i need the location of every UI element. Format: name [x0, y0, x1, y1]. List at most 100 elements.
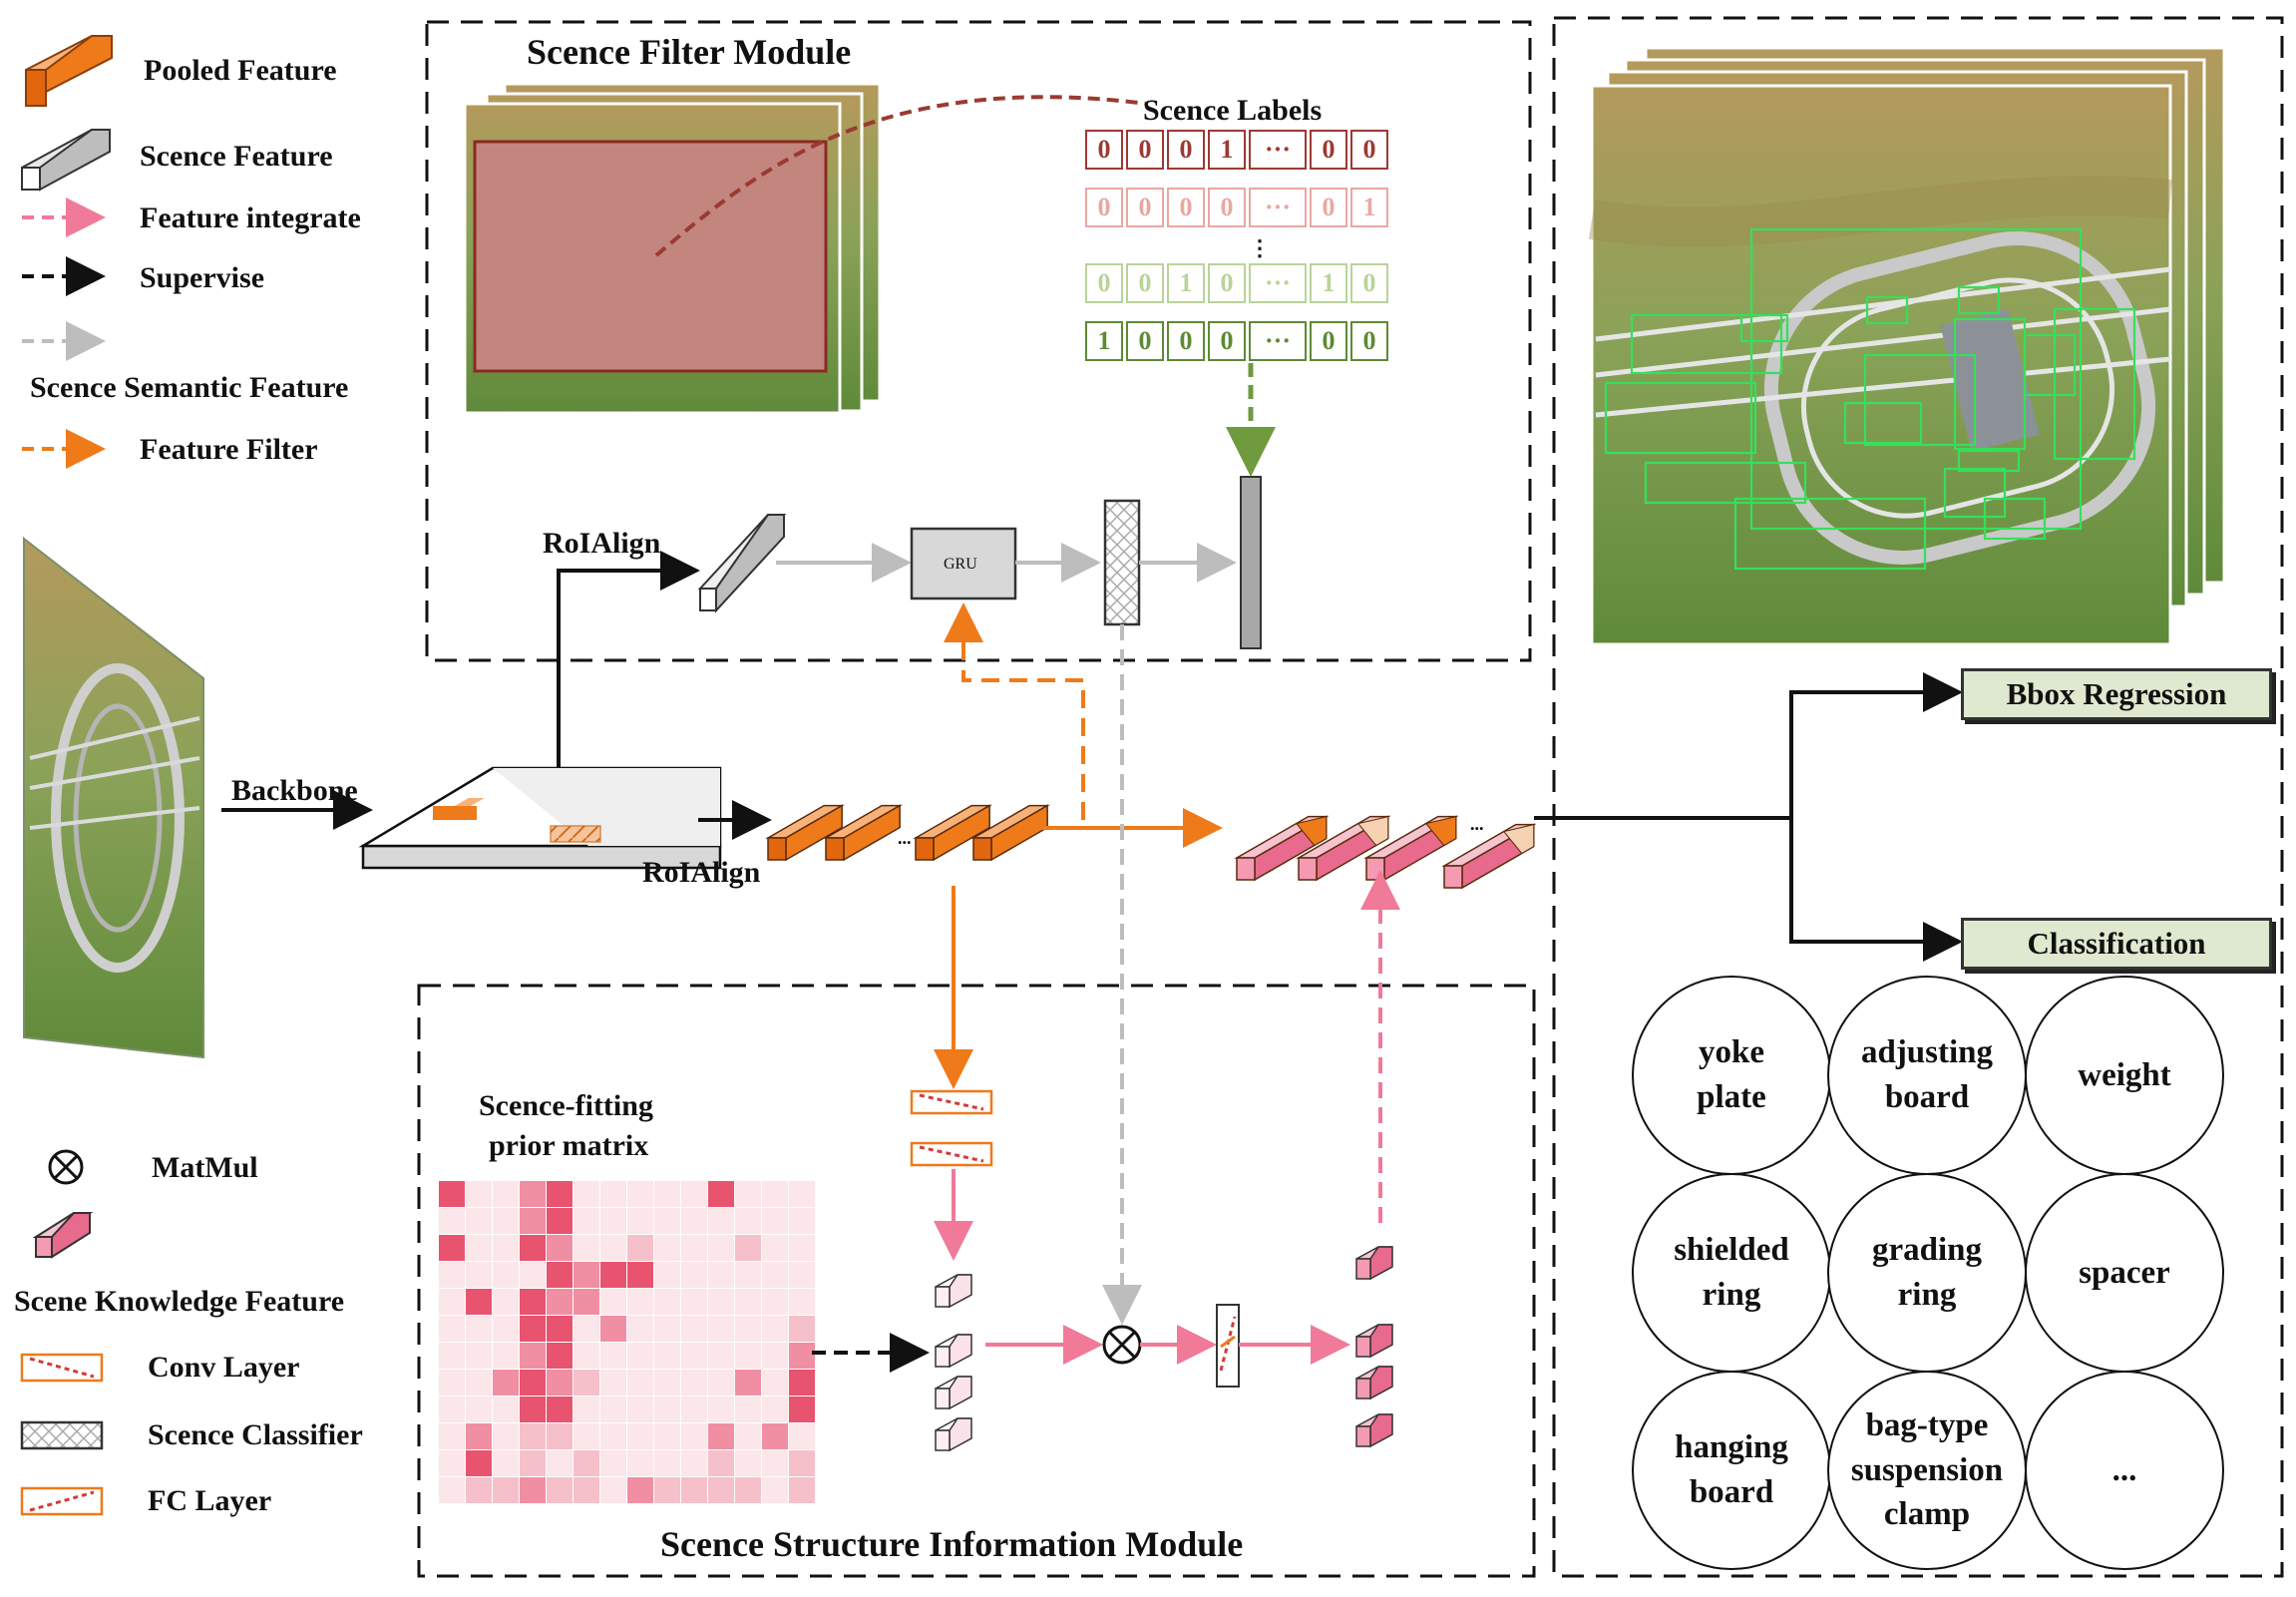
matrix-cell	[681, 1262, 707, 1288]
class-circle: weight	[2025, 976, 2224, 1175]
matrix-cell	[789, 1397, 815, 1422]
matrix-cell	[574, 1397, 599, 1422]
matrix-cell	[681, 1316, 707, 1342]
matrix-cell	[789, 1181, 815, 1207]
matrix-cell	[789, 1208, 815, 1234]
filter-scene-image	[463, 82, 882, 415]
matrix-cell	[547, 1181, 573, 1207]
knowledge-feature-stack	[935, 1274, 972, 1452]
scene-label-cell: ···	[1249, 130, 1307, 170]
scene-label-cell: 0	[1126, 321, 1164, 361]
matrix-cell	[681, 1477, 707, 1503]
pooled-feature-1	[765, 804, 845, 862]
scene-label-cell: 0	[1085, 263, 1123, 303]
matrix-cell	[466, 1316, 492, 1342]
scene-label-cell: 1	[1310, 263, 1347, 303]
matrix-cell	[654, 1289, 680, 1315]
matrix-cell	[681, 1450, 707, 1476]
scence-classifier-icon	[20, 1420, 104, 1450]
matrix-cell	[762, 1423, 788, 1449]
matrix-cell	[762, 1181, 788, 1207]
matrix-cell	[708, 1235, 734, 1261]
matrix-cell	[789, 1289, 815, 1315]
matrix-cell	[574, 1477, 599, 1503]
knowledge-cube-3	[935, 1376, 972, 1410]
matrix-cell	[547, 1423, 573, 1449]
matrix-cell	[627, 1235, 653, 1261]
matrix-cell	[789, 1370, 815, 1396]
legend-conv-layer: Conv Layer	[148, 1351, 300, 1384]
matrix-cell	[520, 1181, 546, 1207]
scene-label-cell: 0	[1167, 321, 1205, 361]
matrix-cell	[466, 1289, 492, 1315]
matrix-cell	[762, 1450, 788, 1476]
gru-block	[910, 527, 1017, 600]
matrix-cell	[627, 1343, 653, 1369]
matrix-cell	[520, 1423, 546, 1449]
matrix-cell	[493, 1477, 519, 1503]
matrix-cell	[762, 1397, 788, 1422]
matrix-cell	[466, 1208, 492, 1234]
matrix-cell	[681, 1343, 707, 1369]
matrix-cell	[762, 1235, 788, 1261]
matrix-cell	[654, 1343, 680, 1369]
matrix-cell	[762, 1262, 788, 1288]
matrix-cell	[493, 1262, 519, 1288]
matrix-cell	[762, 1289, 788, 1315]
matrix-cell	[735, 1477, 761, 1503]
matrix-cell	[439, 1370, 465, 1396]
matrix-cell	[439, 1397, 465, 1422]
integrated-feature-4	[1441, 823, 1537, 890]
matrix-cell	[654, 1235, 680, 1261]
knowledge-cube-2	[935, 1334, 972, 1369]
matrix-cell	[439, 1235, 465, 1261]
matrix-cell	[708, 1208, 734, 1234]
scene-label-cell: 0	[1167, 188, 1205, 227]
pooled-feature-icon	[25, 35, 113, 107]
conv-layer-stack	[910, 1089, 993, 1167]
scene-label-cell: ···	[1249, 263, 1307, 303]
input-image	[23, 536, 204, 1059]
matrix-cell	[574, 1343, 599, 1369]
bbox-regression-box: Bbox Regression	[1961, 668, 2272, 720]
pooled-feature-2	[823, 804, 903, 862]
scene-knowledge-output-stack	[1355, 1246, 1393, 1448]
matrix-cell	[493, 1181, 519, 1207]
matrix-cell	[789, 1343, 815, 1369]
pooled-ellipsis: ...	[898, 828, 912, 848]
scene-label-cell: 1	[1350, 188, 1388, 227]
fc-layer-icon	[20, 1486, 104, 1516]
fc-layer-block	[1216, 1304, 1240, 1388]
scene-label-bar	[1240, 476, 1262, 649]
matmul-node	[1102, 1325, 1142, 1365]
matrix-cell	[708, 1450, 734, 1476]
matrix-cell	[708, 1343, 734, 1369]
scene-knowledge-feature-icon	[32, 1212, 94, 1259]
scene-knowledge-cube-4	[1355, 1413, 1393, 1448]
scence-structure-module-frame	[417, 984, 1536, 1578]
matrix-cell	[789, 1316, 815, 1342]
output-panel-frame	[1552, 16, 2284, 1578]
matrix-cell	[627, 1316, 653, 1342]
prior-matrix-title-line2: prior matrix	[489, 1129, 649, 1162]
matrix-cell	[708, 1181, 734, 1207]
roialign-up-arrow	[557, 551, 700, 768]
matrix-cell	[547, 1208, 573, 1234]
backbone-feature-map	[358, 766, 722, 870]
matrix-cell	[466, 1343, 492, 1369]
matrix-cell	[493, 1370, 519, 1396]
matrix-cell	[789, 1235, 815, 1261]
matrix-cell	[681, 1370, 707, 1396]
matrix-cell	[600, 1370, 626, 1396]
matrix-cell	[735, 1235, 761, 1261]
matrix-cell	[762, 1316, 788, 1342]
matrix-cell	[520, 1397, 546, 1422]
scene-label-cell: 0	[1310, 188, 1347, 227]
matrix-cell	[708, 1262, 734, 1288]
matrix-cell	[762, 1208, 788, 1234]
matrix-cell	[627, 1370, 653, 1396]
